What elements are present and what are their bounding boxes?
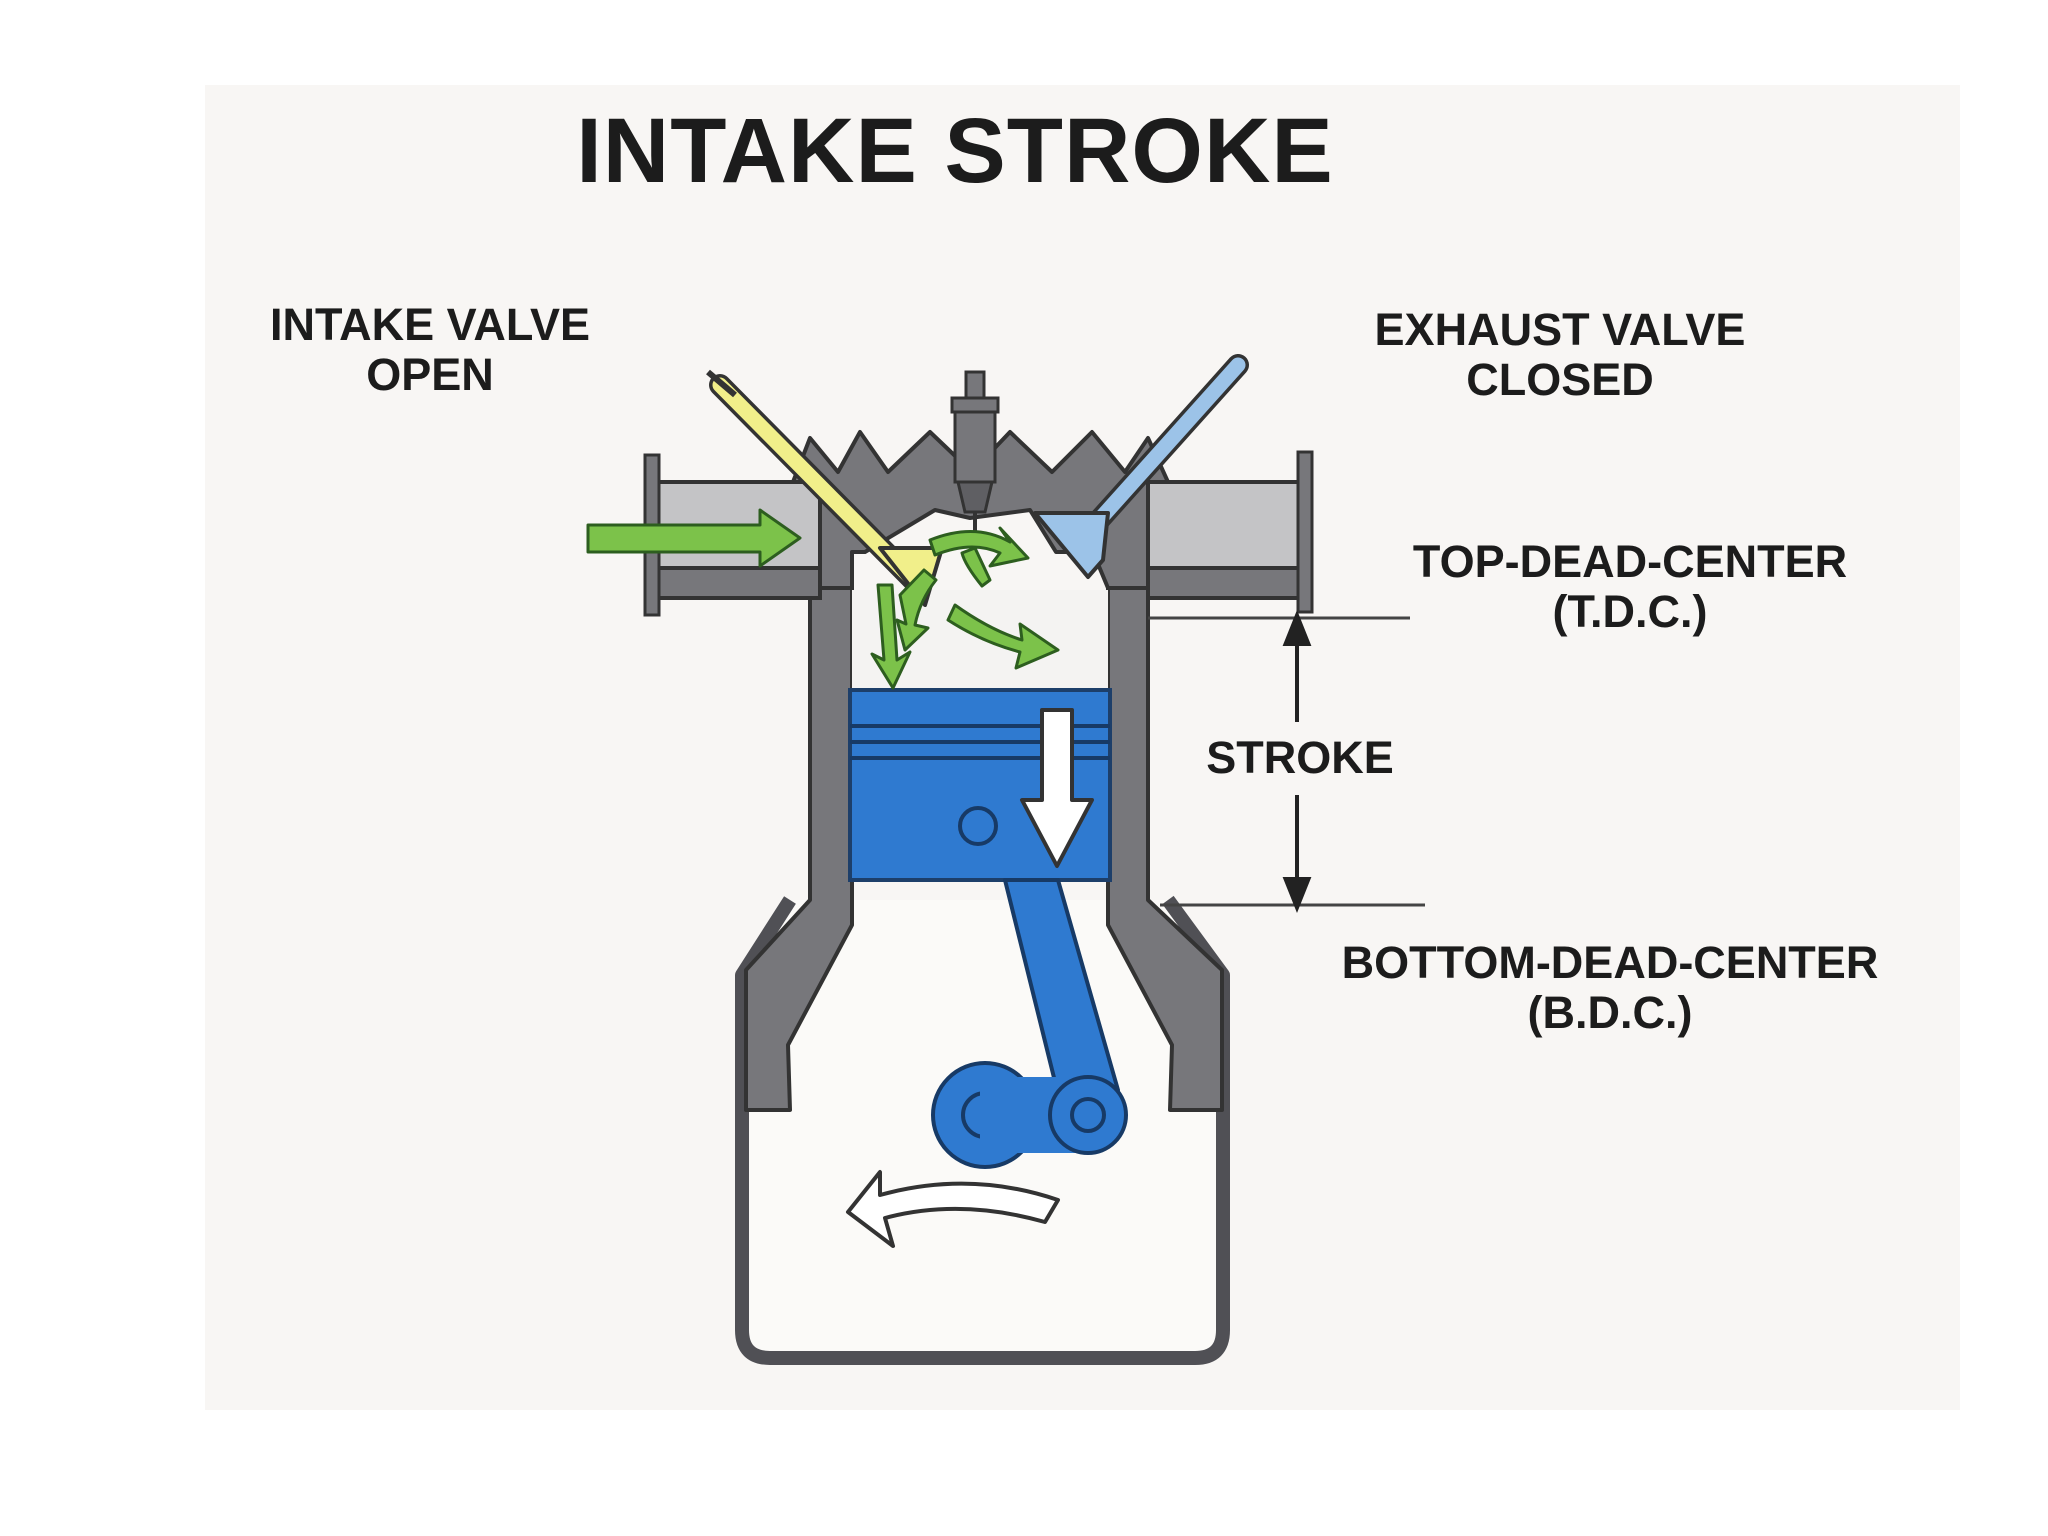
intake-valve-label-line2: OPEN (366, 349, 494, 401)
rotation-arrow-icon (846, 1170, 1060, 1248)
bdc-label-line1: BOTTOM-DEAD-CENTER (1341, 937, 1879, 988)
air-swirl-arrow-icon (870, 583, 912, 690)
exhaust-valve (1033, 354, 1249, 579)
tdc-label: TOP-DEAD-CENTER (T.D.C.) (1370, 536, 1890, 638)
air-swirl-arrow-icon (960, 546, 992, 588)
diagram-title: INTAKE STROKE (576, 100, 1334, 202)
exhaust-valve-label-line1: EXHAUST VALVE (1374, 304, 1746, 355)
exhaust-port (1146, 450, 1314, 614)
intake-valve-label: INTAKE VALVE OPEN (225, 299, 635, 401)
bdc-label-line2: (B.D.C.) (1527, 987, 1693, 1039)
tdc-label-line2: (T.D.C.) (1552, 586, 1708, 638)
crankshaft (931, 1061, 1128, 1169)
piston-down-arrow-icon (1020, 708, 1094, 868)
air-inflow-arrow-icon (586, 508, 802, 568)
spark-plug (950, 370, 1000, 535)
wrist-pin (958, 806, 998, 846)
bdc-label: BOTTOM-DEAD-CENTER (B.D.C.) (1300, 937, 1920, 1039)
intake-valve-label-line1: INTAKE VALVE (269, 299, 590, 350)
exhaust-valve-label-line2: CLOSED (1466, 354, 1654, 406)
air-flow-arrows (586, 508, 1060, 690)
air-swirl-arrow-icon (928, 526, 1030, 568)
tdc-label-line1: TOP-DEAD-CENTER (1412, 536, 1848, 587)
air-swirl-arrow-icon (895, 568, 938, 652)
air-swirl-arrow-icon (946, 603, 1060, 670)
stroke-label: STROKE (1206, 732, 1394, 783)
exhaust-valve-label: EXHAUST VALVE CLOSED (1330, 304, 1790, 406)
